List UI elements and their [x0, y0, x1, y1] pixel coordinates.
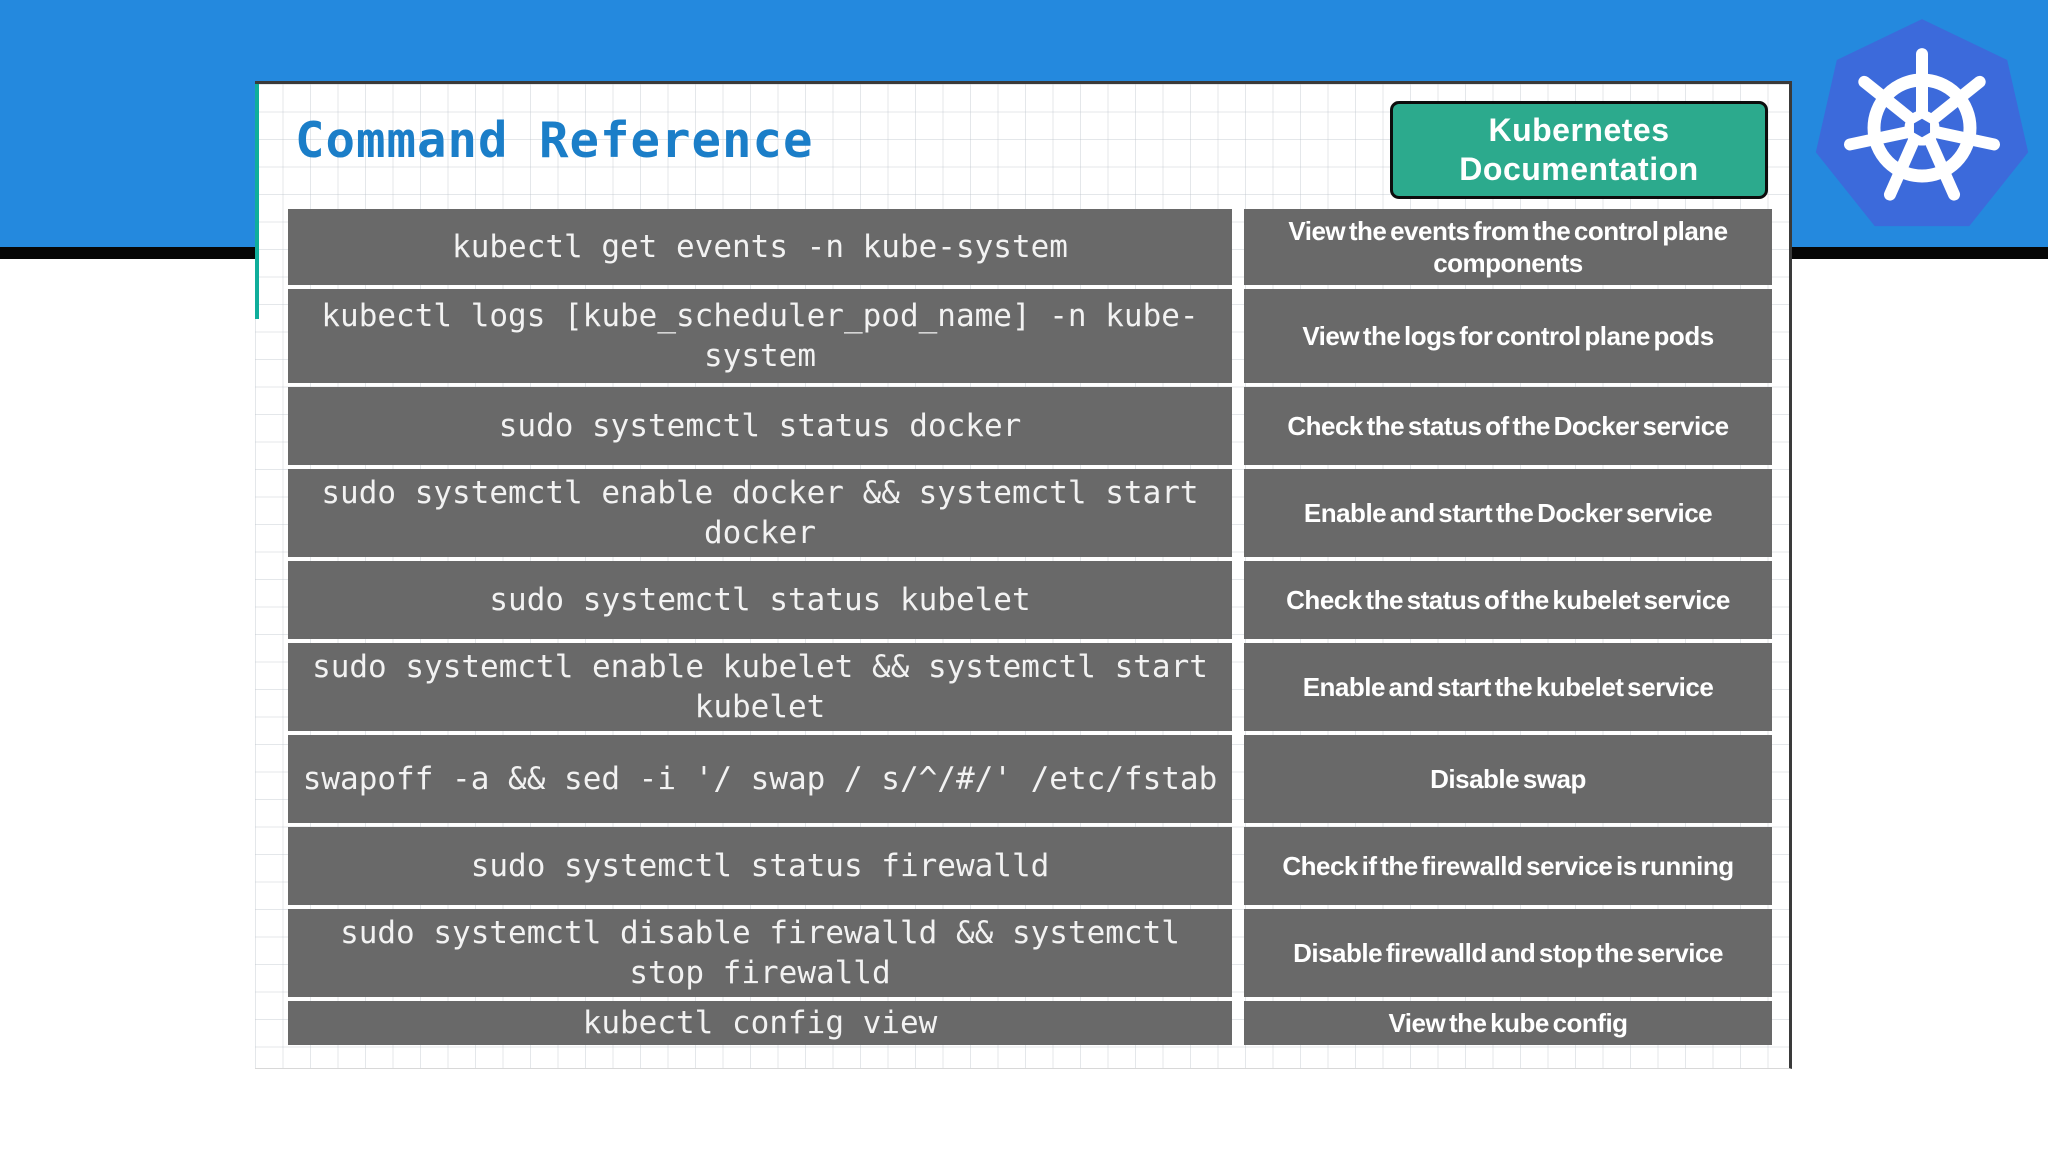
description-cell: View the events from the control plane c…	[1244, 209, 1772, 285]
command-cell: kubectl get events -n kube-system	[288, 209, 1232, 285]
description-cell: Enable and start the Docker service	[1244, 469, 1772, 557]
card-accent-line	[255, 84, 259, 319]
command-cell: swapoff -a && sed -i '/ swap / s/^/#/' /…	[288, 735, 1232, 823]
command-cell: kubectl logs [kube_scheduler_pod_name] -…	[288, 289, 1232, 383]
command-cell: sudo systemctl enable kubelet && systemc…	[288, 643, 1232, 731]
description-cell: Disable swap	[1244, 735, 1772, 823]
command-cell: sudo systemctl enable docker && systemct…	[288, 469, 1232, 557]
command-cell: kubectl config view	[288, 1001, 1232, 1045]
description-cell: Check the status of the kubelet service	[1244, 561, 1772, 639]
description-cell: View the kube config	[1244, 1001, 1772, 1045]
page-title: Command Reference	[295, 112, 814, 169]
docs-button-line2: Documentation	[1459, 151, 1699, 187]
description-cell: Enable and start the kubelet service	[1244, 643, 1772, 731]
command-cell: sudo systemctl status firewalld	[288, 827, 1232, 905]
command-reference-card: Command Reference Kubernetes Documentati…	[255, 81, 1792, 1069]
description-cell: Check the status of the Docker service	[1244, 387, 1772, 465]
description-cell: View the logs for control plane pods	[1244, 289, 1772, 383]
command-cell: sudo systemctl status kubelet	[288, 561, 1232, 639]
kubernetes-documentation-button[interactable]: Kubernetes Documentation	[1390, 101, 1768, 199]
kubernetes-logo-icon	[1800, 8, 2044, 248]
description-cell: Check if the firewalld service is runnin…	[1244, 827, 1772, 905]
command-cell: sudo systemctl disable firewalld && syst…	[288, 909, 1232, 997]
docs-button-line1: Kubernetes	[1488, 111, 1670, 148]
command-cell: sudo systemctl status docker	[288, 387, 1232, 465]
description-cell: Disable firewalld and stop the service	[1244, 909, 1772, 997]
